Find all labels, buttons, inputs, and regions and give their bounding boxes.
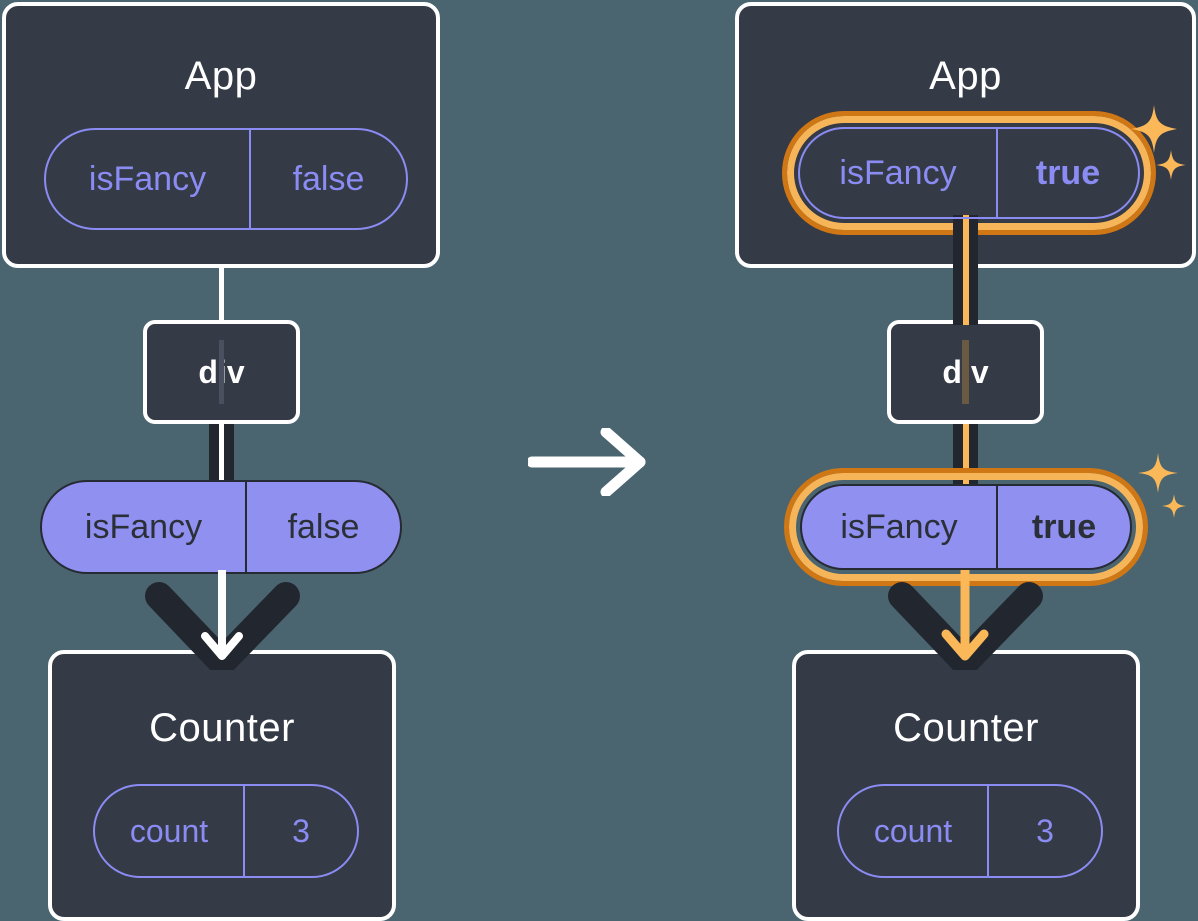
connector-passthrough-div-before bbox=[219, 340, 224, 404]
sparkle-icon-app-after bbox=[1124, 100, 1198, 192]
sparkle-icon-prop-after bbox=[1134, 448, 1198, 528]
app-prop-value-after: true bbox=[1035, 153, 1101, 192]
connector-div-to-prop-core-after bbox=[963, 420, 969, 486]
app-prop-pill-after: isFancy true bbox=[798, 127, 1140, 219]
prop-pill-after: isFancy true bbox=[800, 484, 1132, 570]
div-node-before: div bbox=[143, 320, 300, 424]
app-prop-pill-before: isFancy false bbox=[44, 128, 408, 230]
connector-passthrough-div-after bbox=[962, 340, 969, 404]
app-card-title-after: App bbox=[929, 54, 1002, 98]
prop-pill-key-after: isFancy bbox=[802, 486, 998, 568]
arrow-prop-to-counter-before bbox=[145, 570, 300, 676]
counter-card-title-before: Counter bbox=[149, 706, 295, 750]
app-card-title-before: App bbox=[184, 54, 258, 98]
app-card-before: App isFancy false bbox=[2, 2, 440, 268]
counter-state-value-before: 3 bbox=[292, 812, 310, 849]
counter-card-title-after: Counter bbox=[893, 706, 1039, 750]
prop-pill-before: isFancy false bbox=[40, 480, 402, 574]
prop-pill-value-after: true bbox=[1031, 507, 1097, 546]
counter-state-value-after: 3 bbox=[1036, 812, 1054, 849]
app-prop-key-before: isFancy bbox=[46, 130, 251, 228]
transition-arrow-right-icon bbox=[526, 426, 652, 498]
counter-state-pill-before: count 3 bbox=[93, 784, 359, 878]
counter-card-before: Counter count 3 bbox=[48, 650, 396, 921]
counter-card-after: Counter count 3 bbox=[792, 650, 1140, 921]
app-prop-key-after: isFancy bbox=[800, 129, 998, 217]
app-prop-value-before: false bbox=[292, 159, 365, 198]
prop-pill-value-before: false bbox=[287, 507, 360, 546]
connector-div-to-prop-core-before bbox=[219, 420, 224, 486]
counter-state-key-after: count bbox=[839, 786, 989, 876]
counter-state-key-before: count bbox=[95, 786, 245, 876]
counter-state-pill-after: count 3 bbox=[837, 784, 1103, 878]
arrow-prop-to-counter-after bbox=[888, 570, 1043, 676]
connector-app-to-div-before bbox=[219, 262, 224, 324]
prop-pill-key-before: isFancy bbox=[42, 482, 247, 572]
connector-app-to-div-core-after bbox=[963, 215, 969, 325]
